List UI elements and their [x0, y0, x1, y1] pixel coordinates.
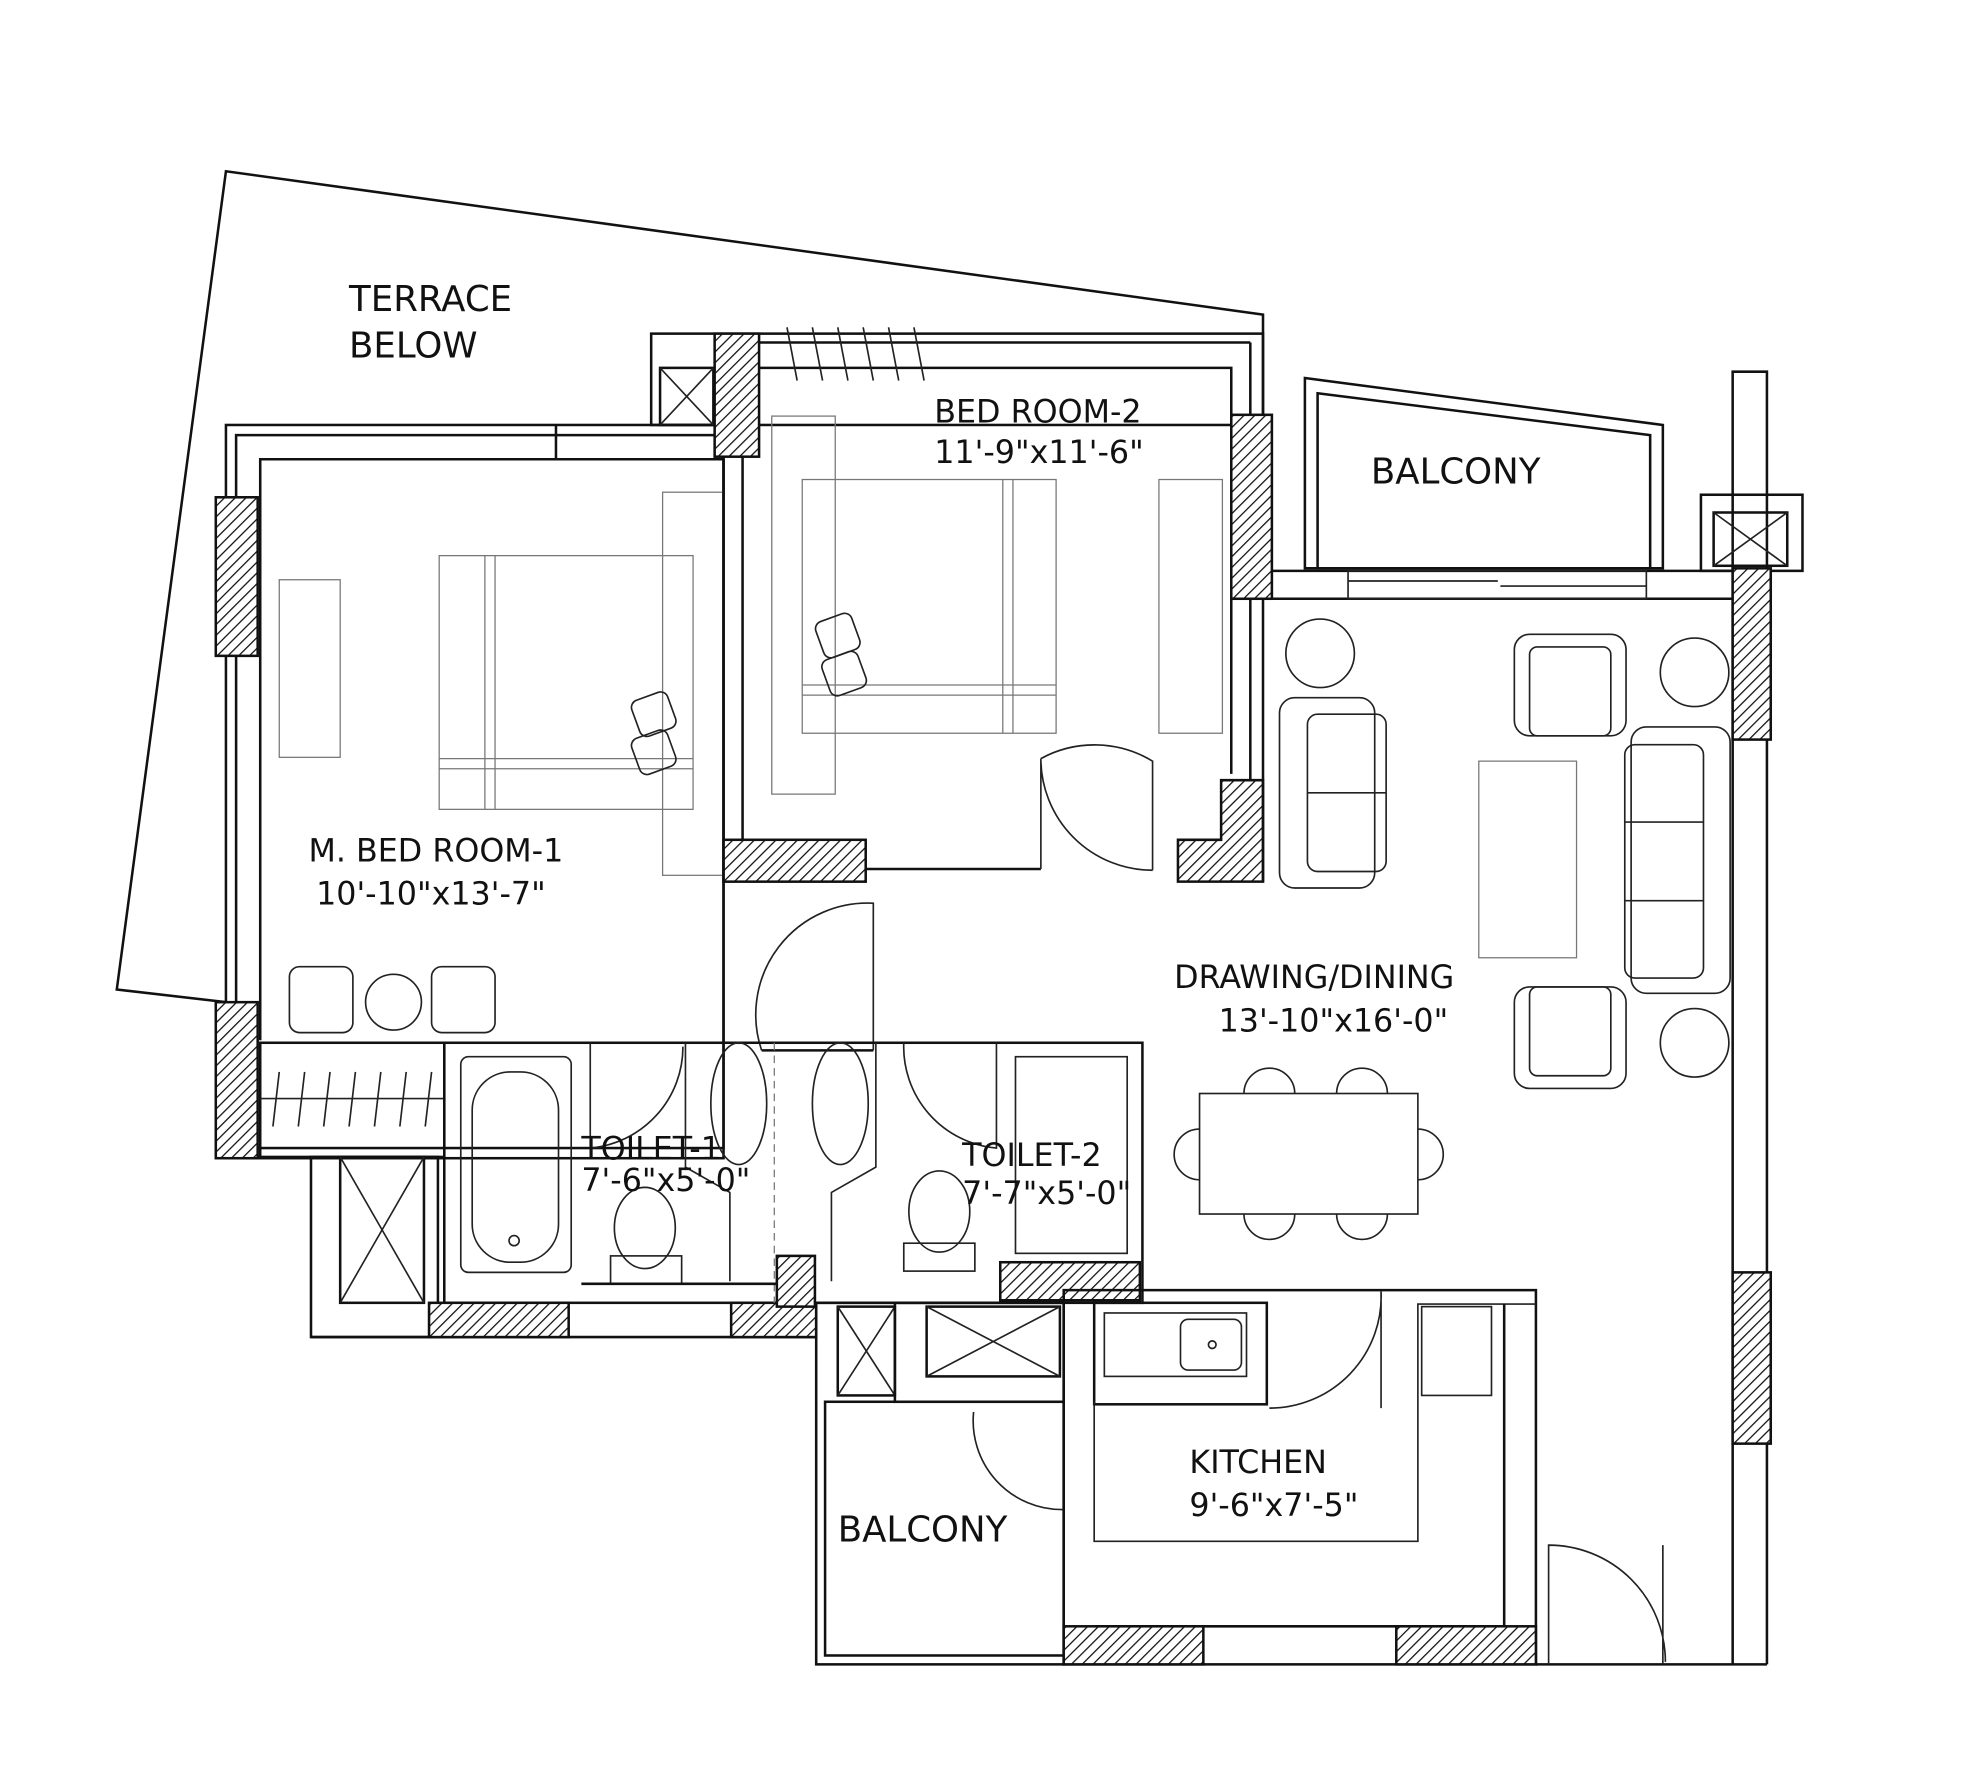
- terrace-outline: [115, 169, 1265, 1004]
- master-bedroom-size: 10'-10"x13'-7": [316, 877, 546, 913]
- balcony-bottom-label: BALCONY: [838, 1509, 1008, 1550]
- bedroom2-walls: [649, 327, 1274, 883]
- master-bedroom-label: M. BED ROOM-1: [308, 833, 563, 869]
- drawing-dining-label: DRAWING/DINING: [1174, 960, 1454, 996]
- hall-door[interactable]: [754, 902, 875, 1051]
- kitchen-label: KITCHEN: [1189, 1445, 1326, 1481]
- living-furniture: [1173, 598, 1731, 1241]
- toilet2-size: 7'-7"x5'-0": [962, 1176, 1131, 1212]
- balcony-top-label: BALCONY: [1371, 451, 1541, 492]
- kitchen-size: 9'-6"x7'-5": [1189, 1488, 1358, 1524]
- toilet1-size: 7'-6"x5'-0": [581, 1163, 750, 1199]
- toilet1-label: TOILET-1: [580, 1131, 721, 1167]
- master-bedroom-walls: [214, 423, 725, 1160]
- wardrobe-hangers-2: [786, 327, 925, 381]
- balcony-top: [1271, 376, 1733, 601]
- kitchen-balcony: [814, 1288, 1538, 1666]
- terrace-label-2: BELOW: [349, 326, 477, 367]
- terrace-label-1: TERRACE: [348, 279, 512, 320]
- wardrobe-hangers: [260, 1071, 445, 1127]
- toilets: [309, 1041, 1144, 1339]
- bedroom2-label: BED ROOM-2: [934, 394, 1141, 430]
- right-wall: [1535, 370, 1804, 1666]
- toilet2-label: TOILET-2: [961, 1138, 1102, 1174]
- bedroom2-size: 11'-9"x11'-6": [934, 435, 1143, 471]
- drawing-dining-size: 13'-10"x16'-0": [1219, 1003, 1449, 1039]
